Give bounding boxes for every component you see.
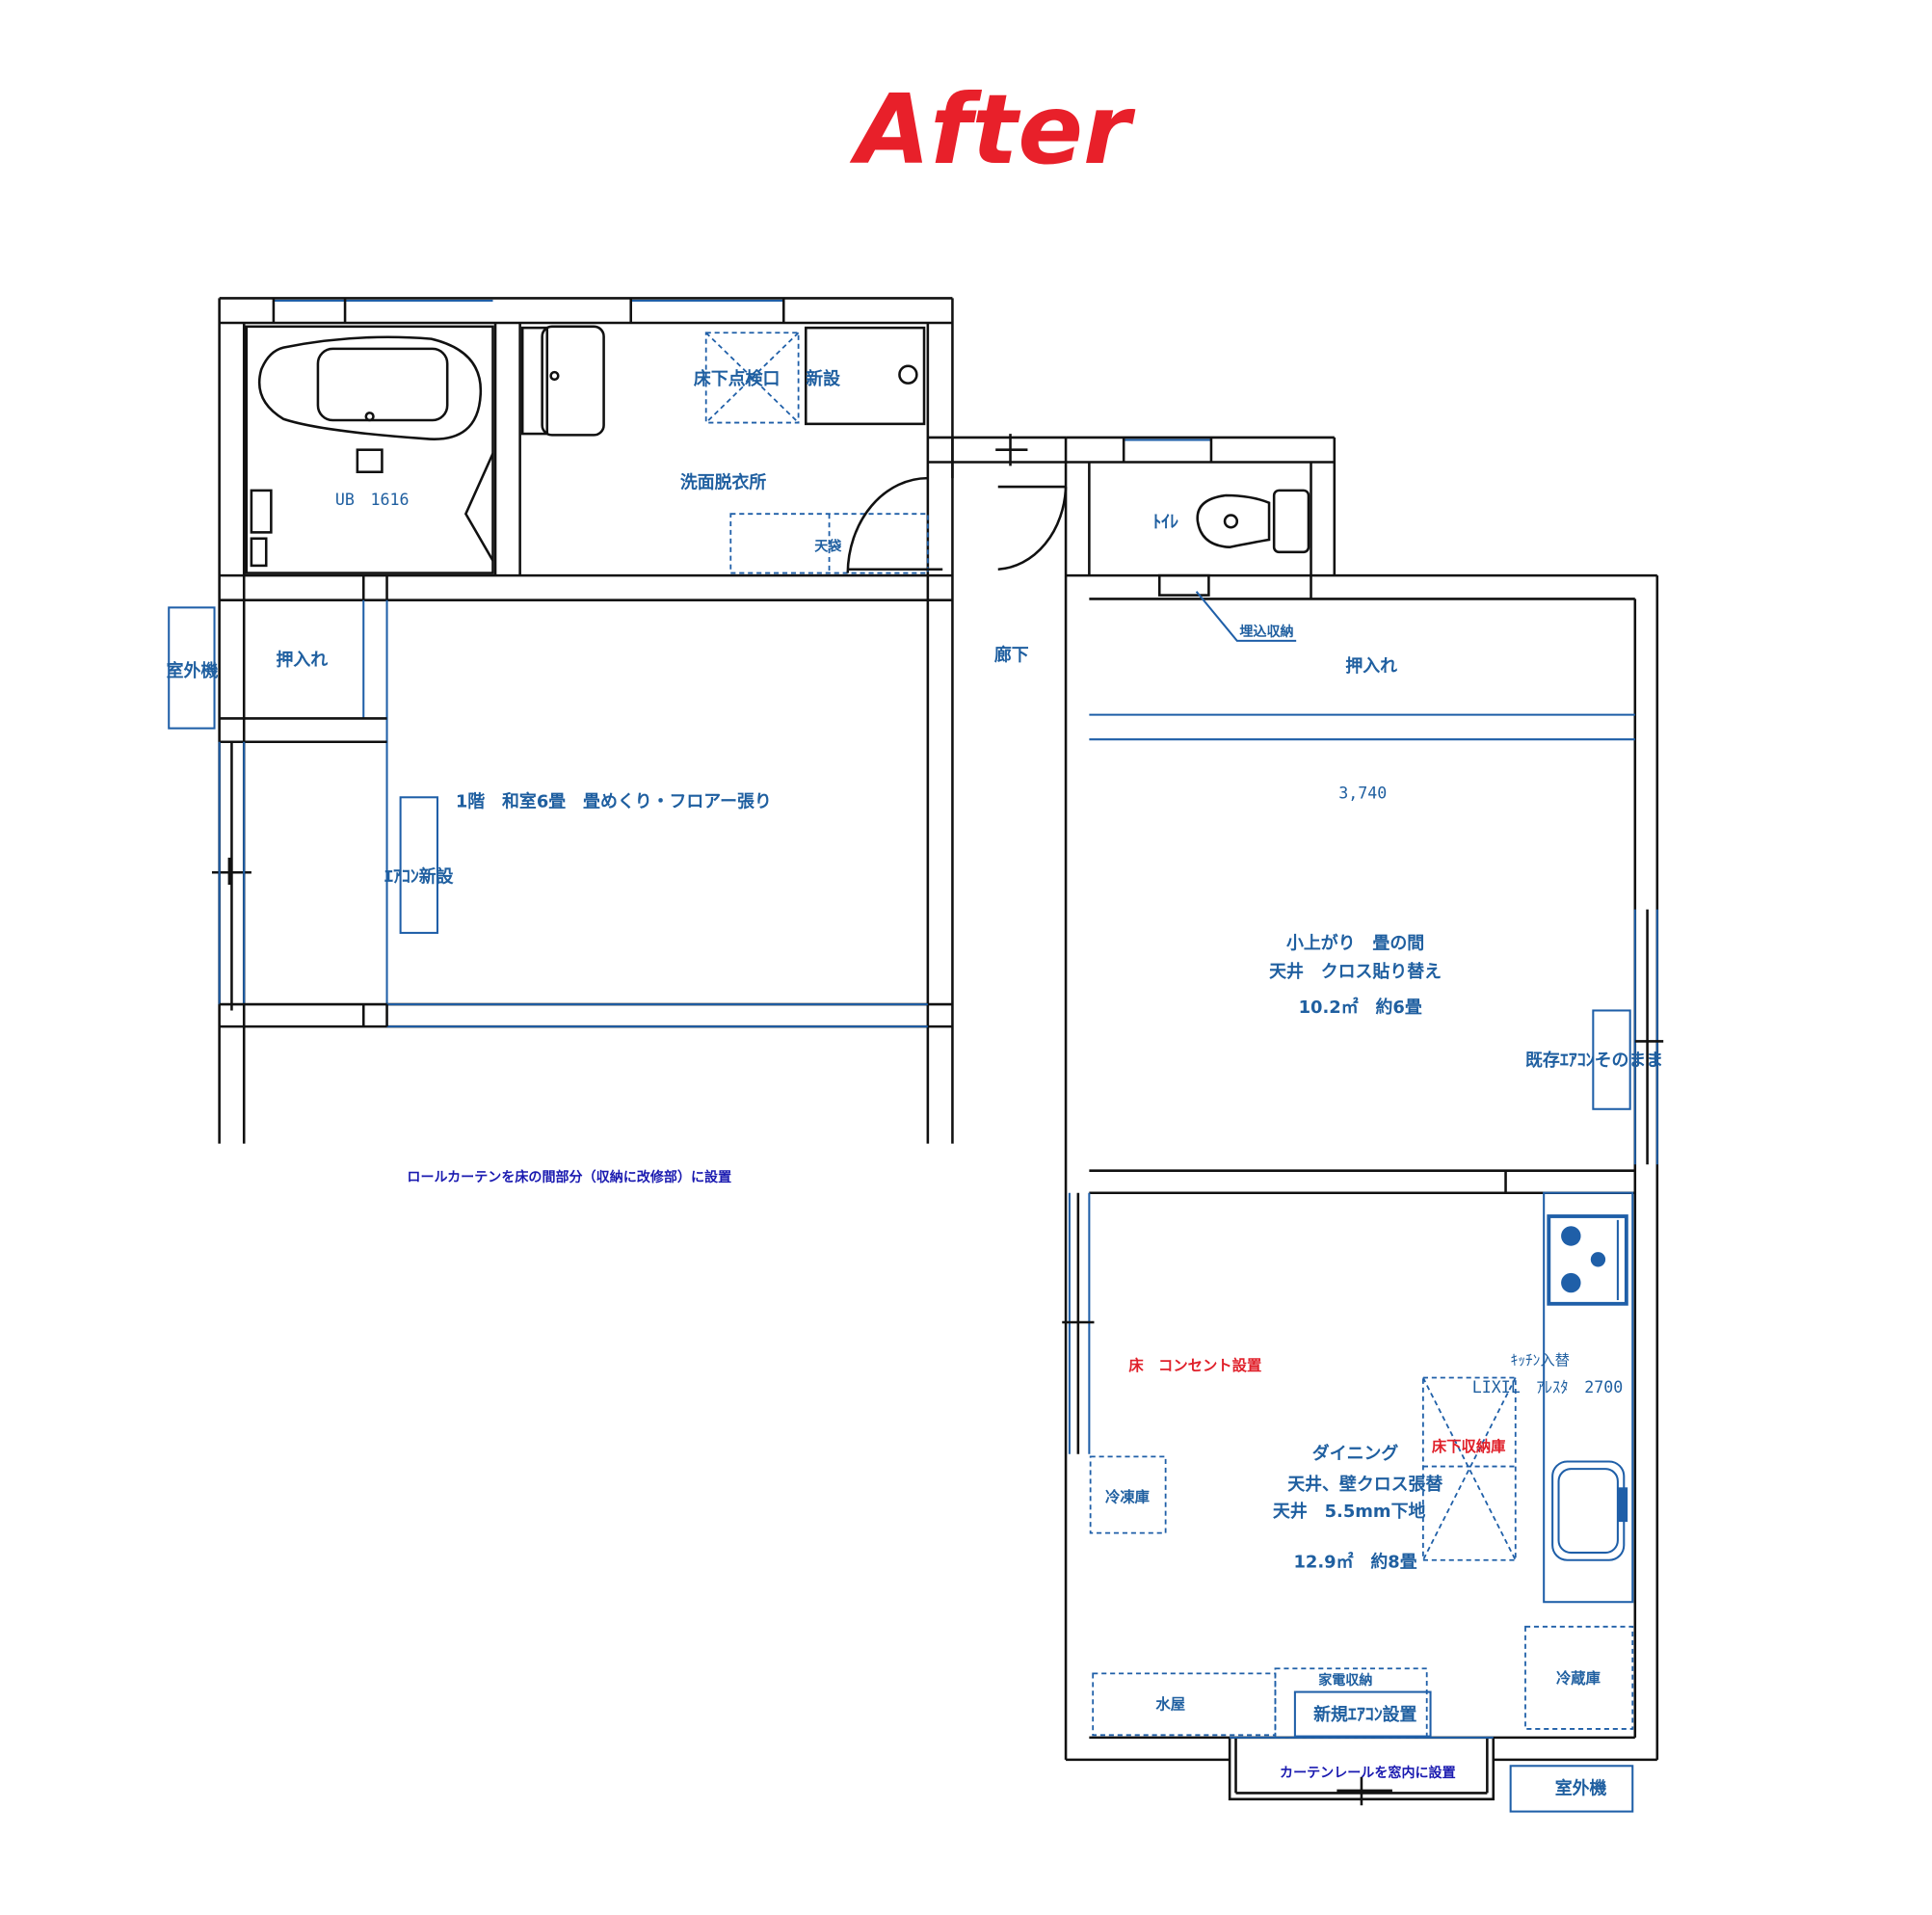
toilet-icon: [1196, 489, 1310, 554]
floor-outlet-note: 床 コンセント設置: [1128, 1357, 1261, 1374]
aircon-new-label: ｴｱｺﾝ新設: [384, 866, 454, 888]
washroom-label: 洗面脱衣所: [680, 471, 767, 492]
outdoor-unit-left-label: 室外機: [167, 660, 219, 681]
sink-icon: [1551, 1460, 1628, 1561]
appliance-storage-label: 家電収納: [1318, 1672, 1372, 1689]
closet-label-right: 押入れ: [1345, 655, 1397, 677]
new-aircon-unit: [1293, 1690, 1432, 1738]
room-label: 1階 和室6畳 畳めくり・フロアー張り: [456, 791, 772, 812]
dining-area: 12.9㎡ 約8畳: [1293, 1551, 1416, 1572]
inspection-hatch-label: 床下点検口: [694, 368, 780, 389]
toilet-label: ﾄｲﾚ: [1152, 512, 1178, 532]
outdoor-unit-right: [1509, 1765, 1634, 1813]
tatami-room-line1: 小上がり 畳の間: [1286, 933, 1424, 954]
tatami-room-line2: 天井 クロス貼り替え: [1269, 961, 1442, 982]
outdoor-unit-right-label: 室外機: [1555, 1778, 1607, 1799]
window-bottom: [1228, 1737, 1495, 1806]
curtain-rail-note: カーテンレールを窓内に設置: [1280, 1765, 1456, 1781]
washroom-door[interactable]: [846, 476, 943, 573]
cupboard: [1092, 1672, 1277, 1737]
dining-line1: ダイニング: [1312, 1443, 1399, 1464]
freezer: [1089, 1455, 1167, 1534]
kitchen-replace-label: ｷｯﾁﾝ入替: [1511, 1352, 1570, 1370]
existing-aircon-label: 既存ｴｱｺﾝそのまま: [1525, 1050, 1663, 1071]
fridge: [1524, 1625, 1634, 1730]
aircon-new-unit: [399, 796, 438, 934]
new-aircon-label: 新規ｴｱｺﾝ設置: [1313, 1704, 1416, 1725]
underfloor-storage-label: 床下収納庫: [1432, 1438, 1506, 1455]
cupboard-label: 水屋: [1155, 1695, 1185, 1713]
outdoor-unit-left: [168, 606, 216, 730]
tatami-room-area: 10.2㎡ 約6畳: [1299, 997, 1422, 1018]
upper-cabinet-label: 天袋: [814, 539, 842, 555]
gas-stove-icon: [1547, 1214, 1628, 1306]
new-install-label: 新設: [806, 368, 840, 389]
built-in-storage-label: 埋込収納: [1239, 624, 1293, 640]
wash-basin-icon: [520, 325, 605, 437]
right-block: ﾄｲﾚ 埋込収納 押入れ 3,740 小上がり 畳の間 天井 クロス貼り替え 1…: [1062, 436, 1664, 1813]
corridor-door[interactable]: [997, 485, 1068, 572]
built-in-storage: [1157, 573, 1210, 597]
kitchen-counter: [1543, 1191, 1634, 1604]
dimension-label: 3,740: [1338, 785, 1387, 803]
dining-line3: 天井 5.5mm下地: [1273, 1501, 1426, 1522]
freezer-label: 冷凍庫: [1105, 1489, 1150, 1506]
corridor-label: 廊下: [994, 644, 1029, 665]
underfloor-storage: [1421, 1376, 1517, 1561]
bathtub-icon: [250, 335, 494, 568]
left-block: UB 1616 床下点検口 新設 洗面脱衣所 天袋 押入れ 室外機: [167, 297, 1067, 1185]
inspection-hatch: [704, 332, 800, 424]
window-left: [211, 741, 251, 1011]
dining-line2: 天井、壁クロス張替: [1287, 1474, 1442, 1495]
page-title: After: [849, 73, 1136, 186]
bath-label: UB 1616: [335, 491, 410, 509]
roll-curtain-note: ロールカーテンを床の間部分（収納に改修部）に設置: [407, 1169, 731, 1185]
kitchen-model-label: LIXIL ｱﾚｽﾀ 2700: [1472, 1378, 1623, 1396]
existing-aircon-unit: [1592, 1009, 1631, 1110]
closet-label-left: 押入れ: [276, 649, 328, 670]
washing-machine-icon: [804, 326, 926, 426]
fridge-label: 冷蔵庫: [1556, 1670, 1601, 1688]
